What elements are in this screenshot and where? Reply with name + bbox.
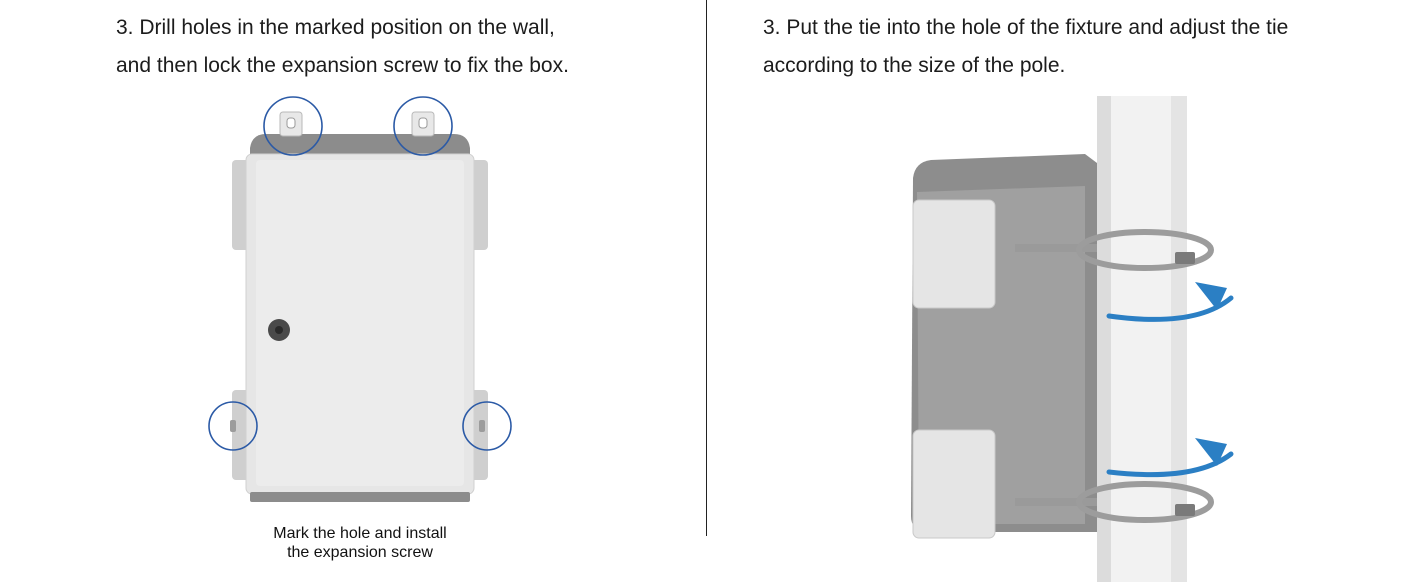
right-step-line-1: 3. Put the tie into the hole of the fixt… xyxy=(763,16,1289,39)
marker-circle-right xyxy=(462,401,512,451)
left-caption-line-2: the expansion screw xyxy=(287,544,433,561)
left-caption-line-1: Mark the hole and install xyxy=(273,525,447,542)
box-front-illustration xyxy=(208,96,512,502)
upper-rotation-arrow-icon xyxy=(1106,282,1234,322)
right-step-line-2: according to the size of the pole. xyxy=(763,54,1066,77)
left-step-line-2: and then lock the expansion screw to fix… xyxy=(116,54,569,77)
lower-pole-tie xyxy=(1076,481,1214,523)
upper-mount-rail xyxy=(1015,244,1105,252)
marker-circle-top-right xyxy=(393,96,453,156)
marker-circle-top-left xyxy=(263,96,323,156)
lower-mount-rail xyxy=(1015,498,1105,506)
box-door xyxy=(256,160,464,486)
left-caption: Mark the hole and install the expansion … xyxy=(240,524,480,562)
pole-mount-illustration xyxy=(911,96,1234,582)
box-base xyxy=(250,492,470,502)
box-top-cap xyxy=(250,134,470,156)
lower-rotation-arrow-icon xyxy=(1106,438,1234,478)
left-step-instruction: 3. Drill holes in the marked position on… xyxy=(116,9,569,85)
right-step-instruction: 3. Put the tie into the hole of the fixt… xyxy=(763,9,1288,85)
lower-vent-panel xyxy=(912,429,996,539)
column-divider xyxy=(706,0,707,536)
marker-circle-left xyxy=(208,401,258,451)
upper-vent-panel xyxy=(912,199,996,309)
left-step-line-1: 3. Drill holes in the marked position on… xyxy=(116,16,555,39)
upper-pole-tie xyxy=(1076,229,1214,271)
